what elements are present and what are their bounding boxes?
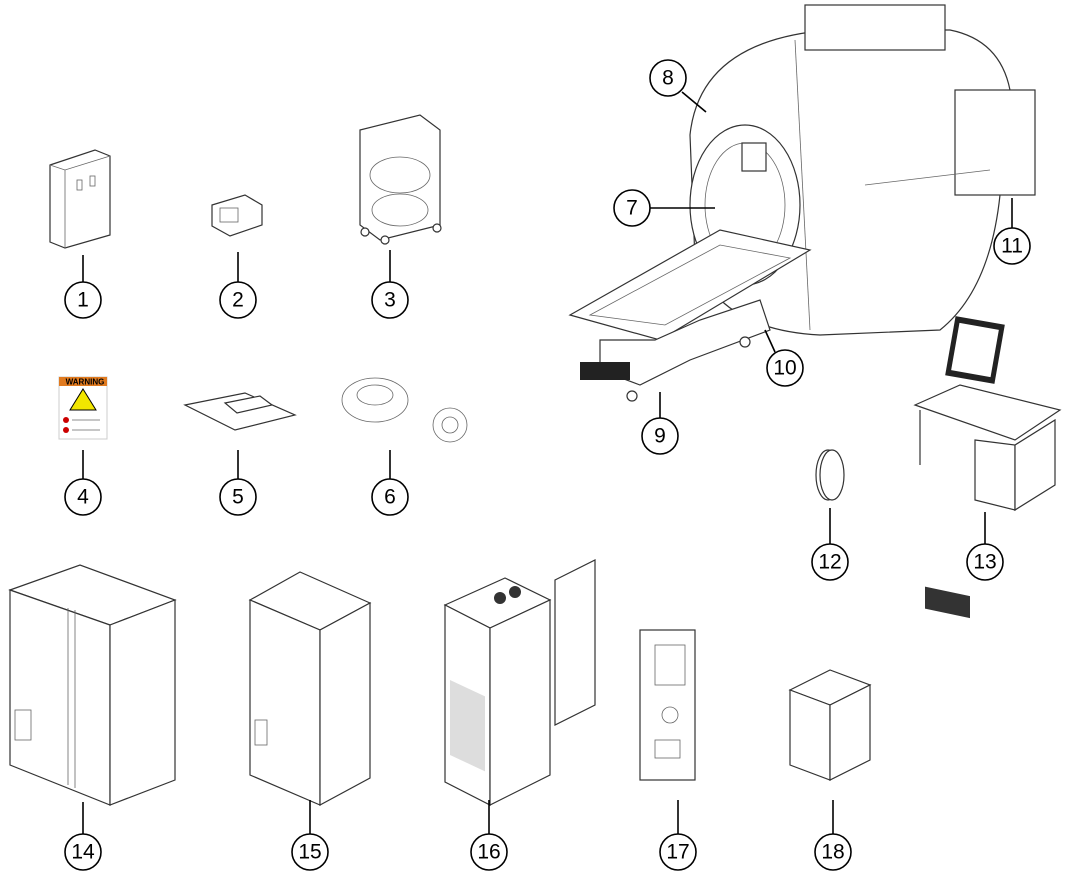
callout-label: 18 bbox=[821, 841, 844, 864]
callout-label: 16 bbox=[477, 841, 500, 864]
callout-3: 3 bbox=[371, 281, 409, 319]
callout-12: 12 bbox=[811, 543, 849, 581]
callout-label: 13 bbox=[973, 551, 996, 574]
leader-lines bbox=[82, 91, 1013, 834]
component-14-double-cabinet bbox=[8, 564, 177, 806]
component-5-mounting-plate bbox=[183, 392, 297, 431]
component-6-coils bbox=[341, 377, 468, 443]
callout-7: 7 bbox=[613, 189, 651, 227]
callout-16: 16 bbox=[470, 833, 508, 871]
component-17-wall-panel bbox=[639, 629, 696, 781]
callout-2: 2 bbox=[219, 281, 257, 319]
callout-15: 15 bbox=[291, 833, 329, 871]
component-2-small-panel bbox=[211, 194, 263, 237]
callout-18: 18 bbox=[814, 833, 852, 871]
callout-6: 6 bbox=[371, 478, 409, 516]
callout-14: 14 bbox=[64, 833, 102, 871]
component-13-operator-console bbox=[913, 316, 1062, 619]
warning-sign-title: WARNING bbox=[66, 378, 105, 387]
component-12-cable bbox=[815, 449, 845, 501]
callout-label: 5 bbox=[232, 486, 244, 509]
callout-label: 11 bbox=[1001, 235, 1023, 258]
component-3-cart bbox=[359, 114, 442, 245]
callout-label: 1 bbox=[77, 289, 89, 312]
callout-label: 10 bbox=[773, 357, 796, 380]
callout-label: 2 bbox=[232, 289, 244, 312]
component-15-cabinet bbox=[248, 571, 372, 807]
callout-5: 5 bbox=[219, 478, 257, 516]
callout-label: 15 bbox=[298, 841, 321, 864]
callout-label: 6 bbox=[384, 486, 396, 509]
callout-label: 12 bbox=[818, 551, 841, 574]
callout-label: 9 bbox=[654, 425, 666, 448]
component-18-cabinet-box bbox=[788, 669, 872, 781]
callout-9: 9 bbox=[641, 417, 679, 455]
callout-label: 17 bbox=[666, 841, 689, 864]
callout-label: 7 bbox=[626, 197, 638, 220]
callout-label: 14 bbox=[71, 841, 95, 864]
callout-8: 8 bbox=[649, 59, 687, 97]
callout-label: 8 bbox=[662, 67, 674, 90]
callout-label: 4 bbox=[77, 486, 89, 509]
component-9-patient-table bbox=[568, 229, 812, 402]
callout-1: 1 bbox=[64, 281, 102, 319]
component-16-electronics-cabinet bbox=[443, 559, 596, 806]
callout-4: 4 bbox=[64, 478, 102, 516]
component-1-wall-box bbox=[49, 149, 111, 249]
callout-13: 13 bbox=[966, 543, 1004, 581]
callout-17: 17 bbox=[659, 833, 697, 871]
callout-10: 10 bbox=[766, 349, 804, 387]
callout-11: 11 bbox=[993, 227, 1031, 265]
callout-label: 3 bbox=[384, 289, 396, 312]
component-4-warning-sign: WARNING bbox=[58, 376, 108, 440]
